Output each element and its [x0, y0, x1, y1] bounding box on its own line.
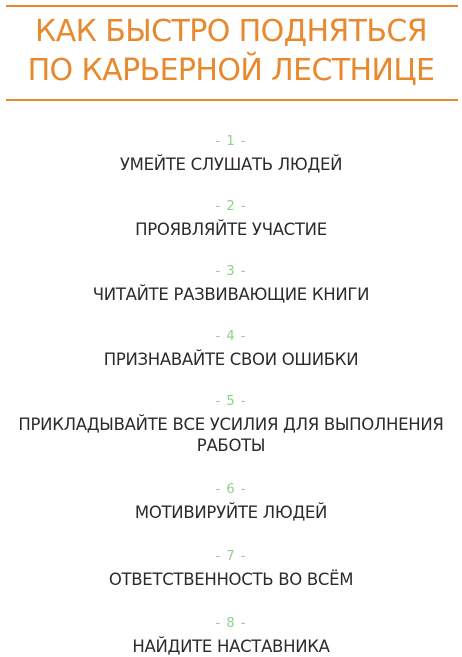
item-number: - 1 -: [215, 134, 247, 149]
item-text: ПРИЗНАВАЙТЕ СВОИ ОШИБКИ: [103, 350, 359, 369]
item-text: ЧИТАЙТЕ РАЗВИВАЮЩИЕ КНИГИ: [92, 285, 370, 304]
item-number: - 7 -: [215, 549, 247, 564]
list-item-8: - 8 - НАЙДИТЕ НАСТАВНИКА: [0, 617, 462, 657]
page-title-line-2: ПО КАРЬЕРНОЙ ЛЕСТНИЦЕ: [27, 53, 435, 88]
item-text: ОТВЕТСТВЕННОСТЬ ВО ВСЁМ: [108, 570, 354, 589]
item-number: - 4 -: [215, 329, 247, 344]
list-item-5: - 5 - ПРИКЛАДЫВАЙТЕ ВСЕ УСИЛИЯ ДЛЯ ВЫПОЛ…: [0, 395, 462, 456]
list-item-4: - 4 - ПРИЗНАВАЙТЕ СВОИ ОШИБКИ: [0, 330, 462, 370]
item-text: НАЙДИТЕ НАСТАВНИКА: [132, 637, 330, 656]
item-number: - 5 -: [215, 394, 247, 409]
list-item-7: - 7 - ОТВЕТСТВЕННОСТЬ ВО ВСЁМ: [0, 550, 462, 590]
list-item-3: - 3 - ЧИТАЙТЕ РАЗВИВАЮЩИЕ КНИГИ: [0, 265, 462, 305]
item-text: ПРОЯВЛЯЙТЕ УЧАСТИЕ: [135, 220, 327, 239]
item-number: - 2 -: [215, 199, 247, 214]
item-number: - 8 -: [215, 616, 247, 631]
item-number: - 6 -: [215, 482, 247, 497]
header-top-rule: [6, 5, 458, 7]
page-title-line-1: КАК БЫСТРО ПОДНЯТЬСЯ: [35, 14, 428, 49]
list-item-2: - 2 - ПРОЯВЛЯЙТЕ УЧАСТИЕ: [0, 200, 462, 240]
item-text: МОТИВИРУЙТЕ ЛЮДЕЙ: [134, 503, 328, 522]
item-number: - 3 -: [215, 264, 247, 279]
item-text: ПРИКЛАДЫВАЙТЕ ВСЕ УСИЛИЯ ДЛЯ ВЫПОЛНЕНИЯ …: [18, 415, 444, 455]
header-bottom-rule: [6, 99, 458, 101]
list-item-6: - 6 - МОТИВИРУЙТЕ ЛЮДЕЙ: [0, 483, 462, 523]
item-text: УМЕЙТЕ СЛУШАТЬ ЛЮДЕЙ: [119, 155, 343, 174]
list-item-1: - 1 - УМЕЙТЕ СЛУШАТЬ ЛЮДЕЙ: [0, 135, 462, 175]
